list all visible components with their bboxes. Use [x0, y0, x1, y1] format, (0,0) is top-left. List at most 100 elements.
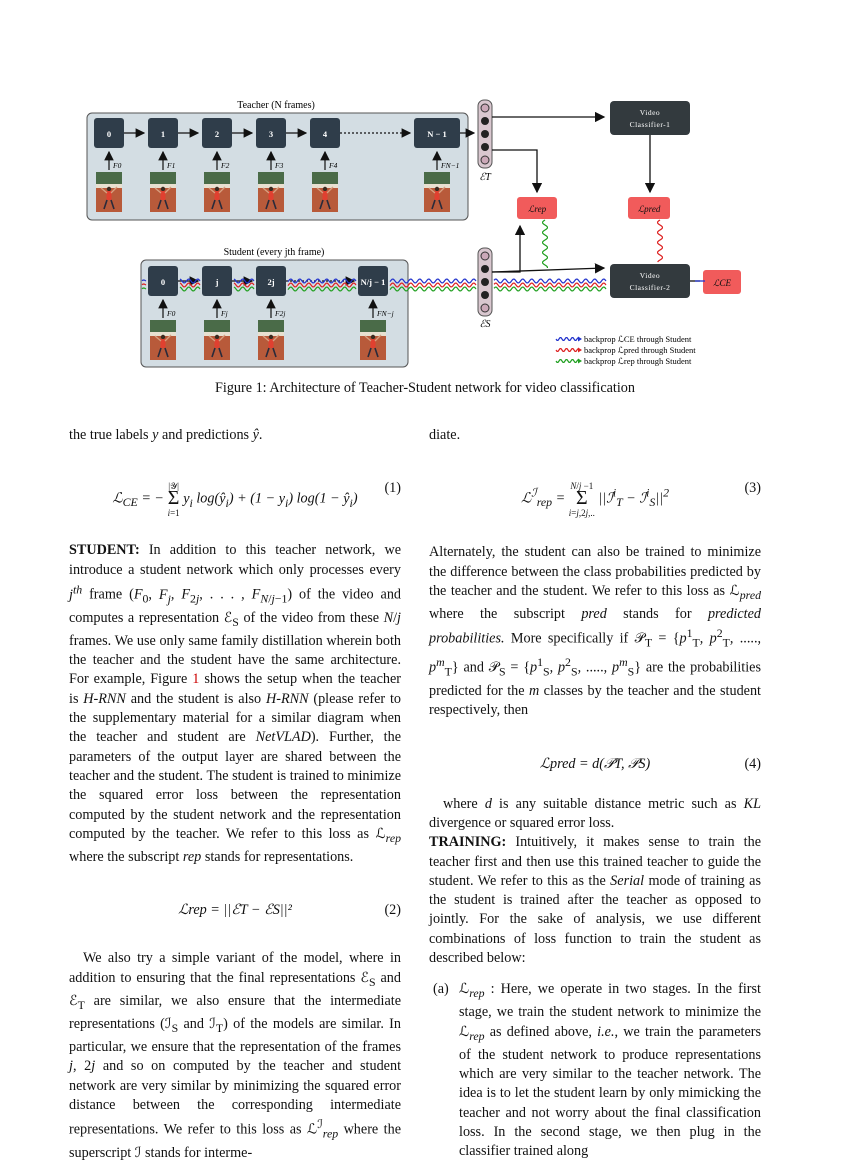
student-frame-label-2: F2j	[274, 309, 285, 318]
teacher-frame-label-5: FN−1	[440, 161, 459, 170]
training-heading: TRAINING:	[429, 834, 507, 851]
e-s-label: ℰS	[479, 319, 490, 330]
student-node-3-label: N/j − 1	[361, 277, 386, 287]
student-frame-image-2	[258, 320, 284, 360]
backprop-wave-chain-e-1	[141, 283, 147, 286]
backprop-wave-chain-b-2	[287, 286, 357, 292]
student-title: Student (every jth frame)	[224, 247, 325, 258]
legend-arrowhead-0	[578, 336, 582, 342]
teacher-node-4: 4	[310, 118, 340, 148]
eq4-body: ℒpred = d(𝒫T, 𝒫S)	[539, 755, 651, 772]
video-classifier-1	[610, 101, 690, 135]
teacher-frame-image-4	[312, 172, 338, 212]
eq2-number: (2)	[384, 902, 401, 919]
eq1-number: (1)	[384, 480, 401, 497]
left-p0: the true labels y and predictions ŷ.	[69, 427, 263, 443]
backprop-waves	[141, 219, 663, 292]
right-p2: where d is any suitable distance metric …	[429, 795, 761, 831]
student-heading: STUDENT:	[69, 542, 140, 559]
backprop-wave-head-0	[493, 278, 607, 284]
student-representation-vector	[477, 247, 493, 317]
loss-ce-box	[703, 270, 741, 294]
equation-4: ℒpred = d(𝒫T, 𝒫S) (4)	[429, 747, 761, 787]
teacher-frame-image-0	[96, 172, 122, 212]
backprop-wave-head-2	[493, 286, 607, 292]
teacher-node-1-label: 1	[161, 129, 165, 139]
teacher-frame-label-0: F0	[112, 161, 122, 170]
teacher-frame-image-3	[258, 172, 284, 212]
student-node-0: 0	[148, 266, 178, 296]
student-frame-image-1	[204, 320, 230, 360]
legend-label-0: backprop ℒCE through Student	[584, 334, 692, 344]
student-frame-image-0	[150, 320, 176, 360]
backprop-wave-rep	[542, 219, 548, 268]
backprop-wave-chain-d-2	[179, 286, 201, 292]
teacher-node-5: N − 1	[414, 118, 460, 148]
backprop-wave-chain-d-1	[179, 282, 201, 288]
teacher-frame-image-2	[204, 172, 230, 212]
legend-swatch-0	[555, 337, 579, 341]
left-p2: We also try a simple variant of the mode…	[69, 950, 402, 1161]
eq4-number: (4)	[744, 755, 761, 772]
teacher-frame-label-2: F2	[220, 161, 230, 170]
right-p1: Alternately, the student can also be tra…	[429, 544, 762, 719]
backprop-wave-chain-a-2	[389, 286, 477, 292]
figure-caption: Figure 1: Architecture of Teacher-Studen…	[214, 380, 635, 396]
student-node-1-label: j	[215, 277, 219, 287]
teacher-title: Teacher (N frames)	[237, 100, 315, 111]
backprop-wave-pred	[657, 219, 663, 263]
student-frame-label-1: Fj	[220, 309, 228, 318]
student-node-0-label: 0	[161, 277, 165, 287]
backprop-wave-chain-b-0	[287, 278, 357, 284]
backprop-wave-chain-a-0	[389, 278, 477, 284]
legend-label-2: backprop ℒrep through Student	[584, 356, 692, 366]
backprop-wave-chain-e-0	[141, 279, 147, 282]
legend-label-1: backprop ℒpred through Student	[584, 345, 696, 355]
student-frame-label-0: F0	[166, 309, 176, 318]
teacher-node-2: 2	[202, 118, 232, 148]
backprop-wave-chain-d-0	[179, 278, 201, 284]
backprop-wave-chain-e-2	[141, 287, 147, 290]
loss-rep-label: ℒrep	[528, 204, 547, 214]
student-frame-image-3	[360, 320, 386, 360]
teacher-node-0: 0	[94, 118, 124, 148]
right-p3: TRAINING: Intuitively, it makes sense to…	[429, 834, 761, 966]
legend-arrowhead-1	[578, 347, 582, 353]
classifier1-line2: Classifier-1	[630, 120, 671, 129]
student-node-3: N/j − 1	[358, 266, 388, 296]
backprop-wave-head-1	[493, 282, 607, 288]
eq3-number: (3)	[744, 480, 761, 497]
teacher-panel	[86, 112, 469, 221]
legend-arrowhead-2	[578, 358, 582, 364]
left-p1: STUDENT: In addition to this teacher net…	[69, 542, 402, 865]
teacher-node-3: 3	[256, 118, 286, 148]
eq2-body: ℒrep = ||ℰT − ℰS||²	[178, 902, 292, 919]
loss-ce-label: ℒCE	[713, 278, 731, 288]
backprop-wave-chain-c-1	[233, 282, 255, 288]
item-a-label: (a)	[433, 981, 449, 998]
right-p0: diate.	[429, 427, 461, 443]
teacher-frame-label-3: F3	[274, 161, 284, 170]
legend-swatch-2	[555, 359, 579, 363]
backprop-wave-chain-a-1	[389, 282, 477, 288]
loss-rep-box	[517, 197, 557, 219]
teacher-node-2-label: 2	[215, 129, 219, 139]
teacher-frame-label-1: F1	[166, 161, 175, 170]
student-frame-label-3: FN−j	[376, 309, 394, 318]
student-node-2: 2j	[256, 266, 286, 296]
backprop-wave-chain-c-0	[233, 278, 255, 284]
classifier1-line1: Video	[640, 108, 660, 117]
teacher-node-0-label: 0	[107, 129, 111, 139]
list-item-a: (a) ℒrep : Here, we operate in two stage…	[429, 980, 761, 1161]
loss-pred-label: ℒpred	[638, 204, 661, 214]
backprop-wave-chain-c-2	[233, 286, 255, 292]
video-classifier-2	[610, 264, 690, 298]
backprop-wave-chain-b-1	[287, 282, 357, 288]
teacher-node-5-label: N − 1	[427, 129, 446, 139]
